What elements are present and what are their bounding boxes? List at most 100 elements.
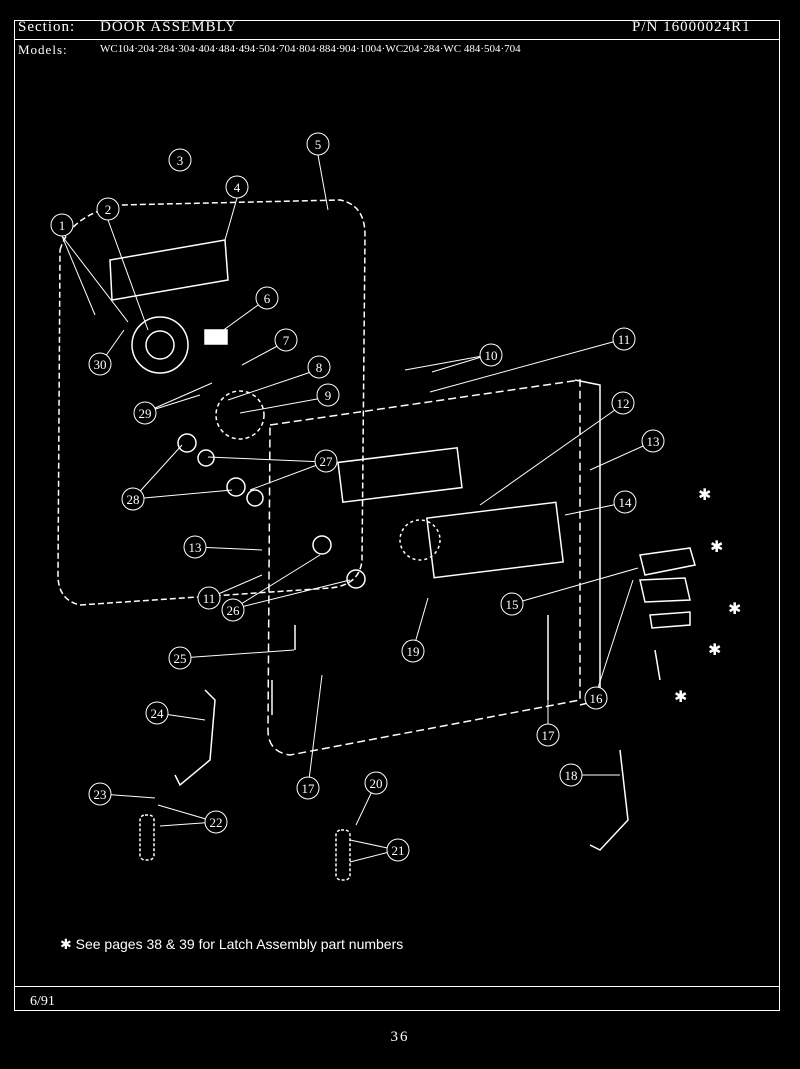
callout-13-lower: 13 xyxy=(183,535,207,559)
svg-text:8: 8 xyxy=(316,360,323,375)
latch-markers: ✱ ✱ ✱ ✱ ✱ xyxy=(674,487,741,706)
callout-4: 4 xyxy=(225,175,249,199)
callout-11: 11 xyxy=(612,327,636,351)
callout-13: 13 xyxy=(641,429,665,453)
tag-part xyxy=(204,329,228,345)
svg-text:19: 19 xyxy=(407,644,420,659)
spring-left xyxy=(139,814,155,861)
latch-marker: ✱ xyxy=(728,601,741,618)
svg-text:20: 20 xyxy=(370,776,383,791)
callout-17: 17 xyxy=(536,723,560,747)
callout-23: 23 xyxy=(88,782,112,806)
callout-10: 10 xyxy=(479,343,503,367)
svg-text:7: 7 xyxy=(283,333,290,348)
dispenser-cup xyxy=(337,447,463,503)
callout-26: 26 xyxy=(221,598,245,622)
svg-text:13: 13 xyxy=(189,540,202,555)
callout-2: 2 xyxy=(96,197,120,221)
svg-text:28: 28 xyxy=(127,492,140,507)
callout-27: 27 xyxy=(314,449,338,473)
svg-text:25: 25 xyxy=(174,651,187,666)
note-star: ✱ xyxy=(60,936,72,952)
svg-text:5: 5 xyxy=(315,137,322,152)
svg-text:16: 16 xyxy=(590,691,604,706)
svg-text:3: 3 xyxy=(177,153,184,168)
svg-text:11: 11 xyxy=(203,591,216,606)
callout-3: 3 xyxy=(168,148,192,172)
svg-text:10: 10 xyxy=(485,348,498,363)
page-number: 36 xyxy=(390,1029,410,1045)
footer-divider xyxy=(14,986,780,987)
svg-text:6: 6 xyxy=(264,291,271,306)
callout-15: 15 xyxy=(500,592,524,616)
callout-19: 19 xyxy=(401,639,425,663)
callout-9: 9 xyxy=(316,383,340,407)
inner-door-liner xyxy=(267,379,581,756)
svg-text:17: 17 xyxy=(542,728,556,743)
note-text: See pages 38 & 39 for Latch Assembly par… xyxy=(75,936,404,952)
sheet-frame xyxy=(14,20,780,1011)
callout-12: 12 xyxy=(611,391,635,415)
callout-17-lower: 17 xyxy=(296,776,320,800)
svg-text:22: 22 xyxy=(210,815,223,830)
callout-7: 7 xyxy=(274,328,298,352)
latch-marker: ✱ xyxy=(674,689,687,706)
latch-marker: ✱ xyxy=(710,539,723,556)
spring-center xyxy=(335,829,351,881)
svg-text:12: 12 xyxy=(617,396,630,411)
svg-text:15: 15 xyxy=(506,597,519,612)
svg-text:23: 23 xyxy=(94,787,107,802)
header-divider xyxy=(14,39,780,40)
latch-note: ✱ See pages 38 & 39 for Latch Assembly p… xyxy=(60,936,403,953)
svg-text:26: 26 xyxy=(227,603,241,618)
callout-21: 21 xyxy=(386,838,410,862)
svg-text:24: 24 xyxy=(151,706,165,721)
svg-text:11: 11 xyxy=(618,332,631,347)
dispenser-cover xyxy=(425,501,565,579)
svg-text:13: 13 xyxy=(647,434,660,449)
latch-marker: ✱ xyxy=(698,487,711,504)
svg-text:9: 9 xyxy=(325,388,332,403)
callout-22: 22 xyxy=(204,810,228,834)
section-label: Section: xyxy=(18,19,76,35)
hinge-left xyxy=(174,689,216,787)
console-strip xyxy=(109,239,229,301)
callout-balloons: 1 2 3 4 5 6 7 8 9 10 11 12 13 14 15 16 1… xyxy=(50,132,665,862)
callout-18: 18 xyxy=(559,763,583,787)
callout-14: 14 xyxy=(613,490,637,514)
callout-11-lower: 11 xyxy=(197,586,221,610)
svg-text:2: 2 xyxy=(105,202,112,217)
outer-door-panel xyxy=(57,199,366,606)
callout-24: 24 xyxy=(145,701,169,725)
models-label: Models: xyxy=(18,42,68,57)
svg-text:27: 27 xyxy=(320,454,334,469)
svg-text:14: 14 xyxy=(619,495,633,510)
part-number: P/N 16000024R1 xyxy=(632,19,751,35)
latch-body xyxy=(639,547,696,576)
section-title: DOOR ASSEMBLY xyxy=(100,19,237,35)
svg-text:1: 1 xyxy=(59,218,66,233)
svg-text:17: 17 xyxy=(302,781,316,796)
callout-28: 28 xyxy=(121,487,145,511)
hinge-right xyxy=(589,749,629,851)
svg-text:29: 29 xyxy=(139,406,152,421)
callout-8: 8 xyxy=(307,355,331,379)
callout-25: 25 xyxy=(168,646,192,670)
callout-6: 6 xyxy=(255,286,279,310)
latch-marker: ✱ xyxy=(708,642,721,659)
callout-16: 16 xyxy=(584,686,608,710)
callout-30: 30 xyxy=(88,352,112,376)
svg-text:18: 18 xyxy=(565,768,578,783)
dial-ring xyxy=(215,390,265,440)
callout-5: 5 xyxy=(306,132,330,156)
models-list: WC104·204·284·304·404·484·494·504·704·80… xyxy=(100,43,521,55)
svg-text:4: 4 xyxy=(234,180,241,195)
svg-text:21: 21 xyxy=(392,843,405,858)
timer-knob xyxy=(131,316,189,374)
svg-text:30: 30 xyxy=(94,357,107,372)
callout-20: 20 xyxy=(364,771,388,795)
callout-29: 29 xyxy=(133,401,157,425)
revision-date: 6/91 xyxy=(30,994,55,1009)
callout-1: 1 xyxy=(50,213,74,237)
